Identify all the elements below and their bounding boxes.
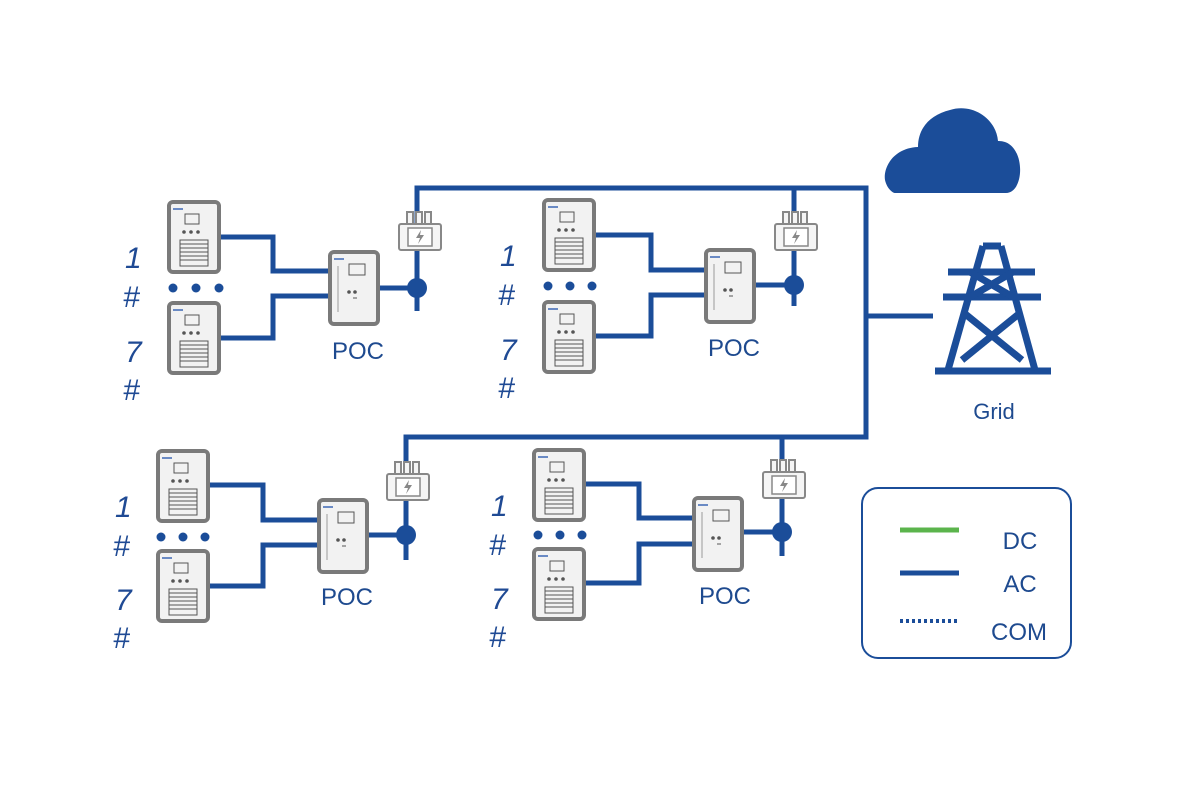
poc-cabinet-icon xyxy=(692,496,744,572)
range-start-hash: # xyxy=(498,279,515,312)
range-start-number: 1 xyxy=(500,240,517,273)
ellipsis-dots xyxy=(533,530,587,540)
inverter-cabinet-icon xyxy=(532,448,586,522)
transmission-tower-icon xyxy=(935,242,1051,375)
cloud-icon xyxy=(884,108,1021,193)
inverter-cabinet-icon xyxy=(542,198,596,272)
legend-ac-label: AC xyxy=(1003,571,1036,598)
legend-dc-label: DC xyxy=(1003,528,1038,555)
poc-label: POC xyxy=(332,338,384,365)
inverter-cabinet-icon xyxy=(532,547,586,621)
inverter-cabinet-icon xyxy=(156,449,210,523)
range-end-number: 7 xyxy=(125,336,143,369)
range-end-hash: # xyxy=(113,622,130,655)
poc-cabinet-icon xyxy=(317,498,369,574)
group-3: 1 # 7 # POC xyxy=(113,449,430,655)
transformer-icon xyxy=(774,211,818,251)
range-start-hash: # xyxy=(113,530,130,563)
range-end-hash: # xyxy=(489,621,506,654)
inverter-cabinet-icon xyxy=(167,301,221,375)
poc-label: POC xyxy=(699,583,751,610)
ellipsis-dots xyxy=(156,532,210,542)
transformer-icon xyxy=(398,211,442,251)
grid-label: Grid xyxy=(973,399,1015,424)
range-start-number: 1 xyxy=(491,490,508,523)
range-start-number: 1 xyxy=(125,242,142,275)
range-end-number: 7 xyxy=(500,334,518,367)
poc-cabinet-icon xyxy=(328,250,380,326)
range-end-hash: # xyxy=(498,372,515,405)
inverter-cabinet-icon xyxy=(156,549,210,623)
group-1: 1 # 7 # POC xyxy=(123,200,442,407)
group-2: 1 # 7 # POC xyxy=(498,198,818,405)
poc-label: POC xyxy=(708,335,760,362)
range-start-number: 1 xyxy=(115,491,132,524)
ellipsis-dots xyxy=(543,281,597,291)
range-end-number: 7 xyxy=(491,583,509,616)
inverter-cabinet-icon xyxy=(542,300,596,374)
transformer-icon xyxy=(386,461,430,501)
transformer-icon xyxy=(762,459,806,499)
ellipsis-dots xyxy=(168,283,224,293)
range-start-hash: # xyxy=(123,281,140,314)
legend-com-label: COM xyxy=(991,619,1047,646)
legend: DC AC COM xyxy=(861,487,1072,659)
range-end-hash: # xyxy=(123,374,140,407)
ac-bus xyxy=(403,185,933,535)
poc-cabinet-icon xyxy=(704,248,756,324)
range-start-hash: # xyxy=(489,529,506,562)
inverter-cabinet-icon xyxy=(167,200,221,274)
group-4: 1 # 7 # POC xyxy=(489,448,806,654)
range-end-number: 7 xyxy=(115,584,133,617)
poc-label: POC xyxy=(321,584,373,611)
